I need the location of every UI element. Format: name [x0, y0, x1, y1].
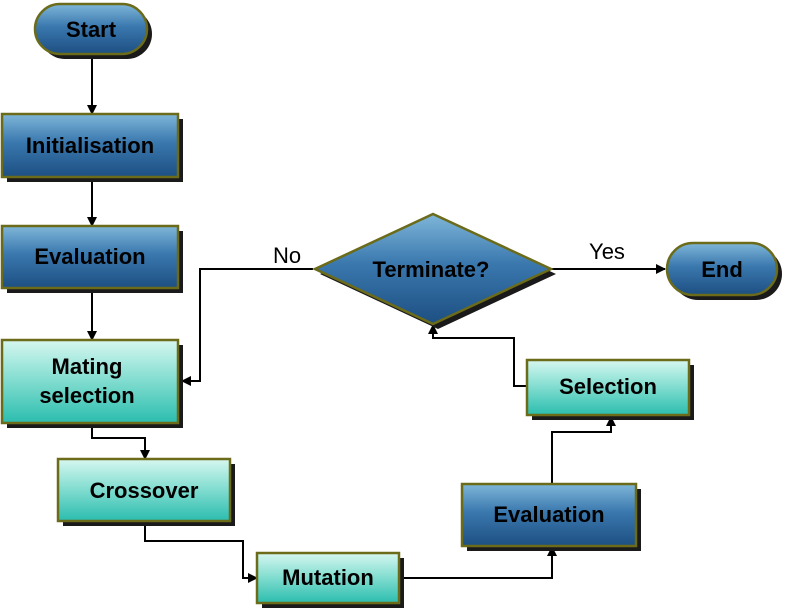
edge-evaluation-to-selection — [551, 416, 616, 484]
edge-label-no: No — [273, 243, 301, 268]
node-initialisation-label: Initialisation — [26, 133, 154, 158]
edge-mating-selection-to-crossover — [91, 424, 150, 460]
node-end-label: End — [701, 257, 743, 282]
node-end: End — [665, 241, 782, 300]
node-terminate-decision: Terminate? — [312, 212, 556, 329]
node-initialisation: Initialisation — [0, 112, 183, 182]
node-evaluation-1: Evaluation — [0, 224, 183, 293]
edge-terminate-no — [181, 268, 313, 386]
node-crossover: Crossover — [56, 457, 235, 526]
edge-mutation-to-evaluation — [404, 546, 557, 579]
node-mating-selection-label-line2: selection — [39, 383, 134, 408]
node-evaluation-2-label: Evaluation — [493, 502, 604, 527]
node-evaluation-1-label: Evaluation — [34, 244, 145, 269]
node-start-label: Start — [66, 17, 117, 42]
node-mutation-label: Mutation — [282, 565, 374, 590]
node-evaluation-2: Evaluation — [460, 482, 641, 551]
edge-label-yes: Yes — [589, 239, 625, 264]
node-selection: Selection — [525, 358, 694, 420]
edge-selection-to-terminate — [428, 324, 527, 387]
node-mutation: Mutation — [255, 551, 404, 608]
node-terminate-label: Terminate? — [373, 257, 490, 282]
node-crossover-label: Crossover — [90, 478, 199, 503]
node-mating-selection-label-line1: Mating — [52, 354, 123, 379]
node-mating-selection: Mating selection — [0, 338, 183, 428]
node-selection-label: Selection — [559, 374, 657, 399]
edge-crossover-to-mutation — [144, 524, 258, 583]
node-start: Start — [33, 2, 152, 59]
